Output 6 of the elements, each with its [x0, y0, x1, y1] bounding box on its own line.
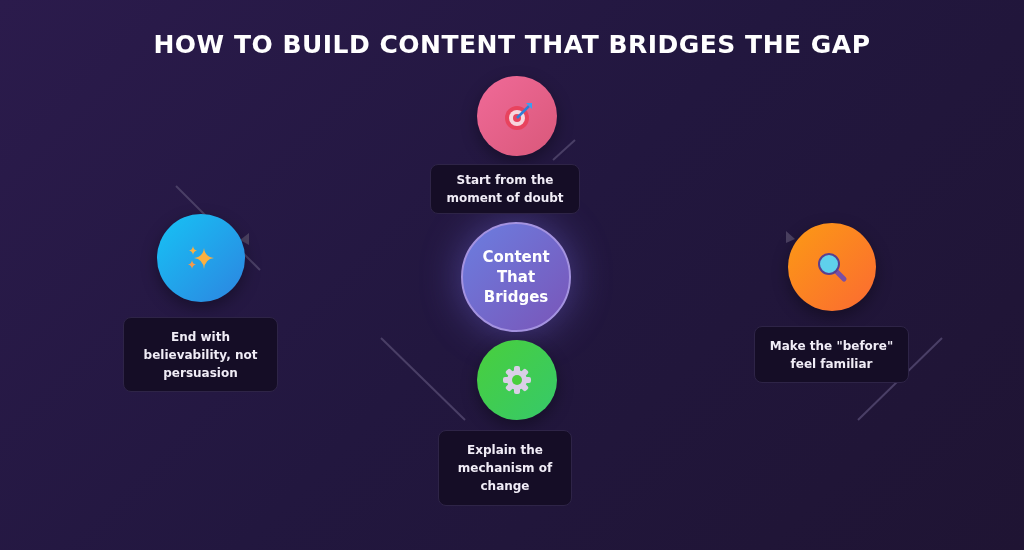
step-label: Start from the moment of doubt: [430, 164, 580, 214]
step-label: Make the "before" feel familiar: [754, 326, 909, 383]
center-label: Content That Bridges: [481, 247, 551, 307]
step-label: Explain the mechanism of change: [438, 430, 572, 506]
step-label: End with believability, not persuasion: [123, 317, 278, 392]
title: HOW TO BUILD CONTENT THAT BRIDGES THE GAP: [152, 30, 872, 59]
